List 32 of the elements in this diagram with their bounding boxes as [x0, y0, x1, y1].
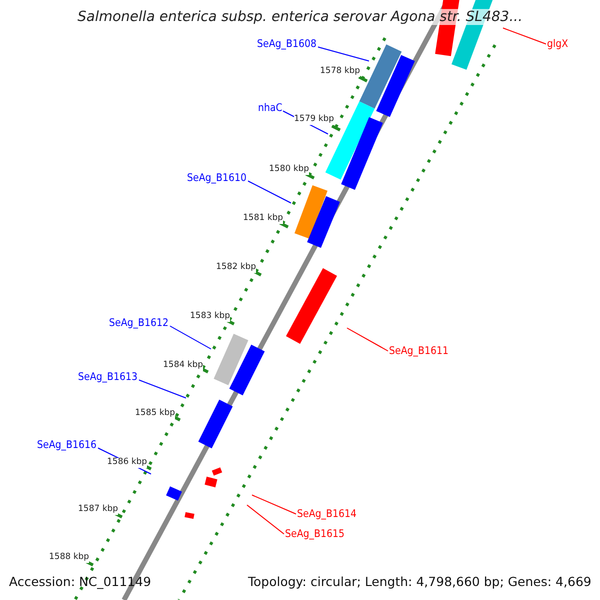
- leader-line: [138, 380, 186, 398]
- accession-text: Accession: NC_011149: [9, 575, 152, 590]
- map-title: Salmonella enterica subsp. enterica serovar Agona str. SL483...: [78, 9, 523, 26]
- tick-label: 1586 kbp: [107, 458, 148, 468]
- gene-label: SeAg_B1616: [37, 439, 97, 452]
- genome-info-text: Topology: circular; Length: 4,798,660 bp; Genes: 4,669: [248, 575, 592, 590]
- tick-label: 1588 kbp: [49, 553, 90, 563]
- tick-label: 1584 kbp: [163, 361, 204, 371]
- leader-line: [252, 494, 296, 514]
- leader-line: [346, 328, 388, 352]
- gene-label: SeAg_B1615: [285, 528, 345, 540]
- gene-label: glgX: [547, 38, 568, 50]
- tick-label: 1581 kbp: [243, 214, 284, 224]
- tick-label: 1580 kbp: [269, 165, 310, 175]
- tick-label: 1582 kbp: [216, 263, 256, 273]
- gene-label: SeAg_B1611: [389, 345, 449, 358]
- leader-line: [246, 504, 284, 534]
- leader-line: [248, 180, 292, 204]
- tick-label: 1578 kbp: [320, 67, 360, 77]
- gene-label: SeAg_B1608: [257, 38, 317, 50]
- gene-label: SeAg_B1612: [109, 317, 169, 330]
- gene-label: SeAg_B1613: [78, 371, 138, 384]
- tick-label: 1583 kbp: [190, 312, 230, 322]
- gene-label: SeAg_B1610: [187, 172, 247, 184]
- gene-label: nhaC: [258, 102, 282, 114]
- leader-line: [502, 28, 546, 44]
- leader-line: [318, 46, 370, 62]
- tick-label: 1587 kbp: [78, 505, 118, 515]
- gene-label: SeAg_B1614: [297, 508, 357, 520]
- leader-line: [170, 326, 212, 350]
- tick-label: 1585 kbp: [135, 409, 176, 419]
- tick-label: 1579 kbp: [294, 115, 334, 125]
